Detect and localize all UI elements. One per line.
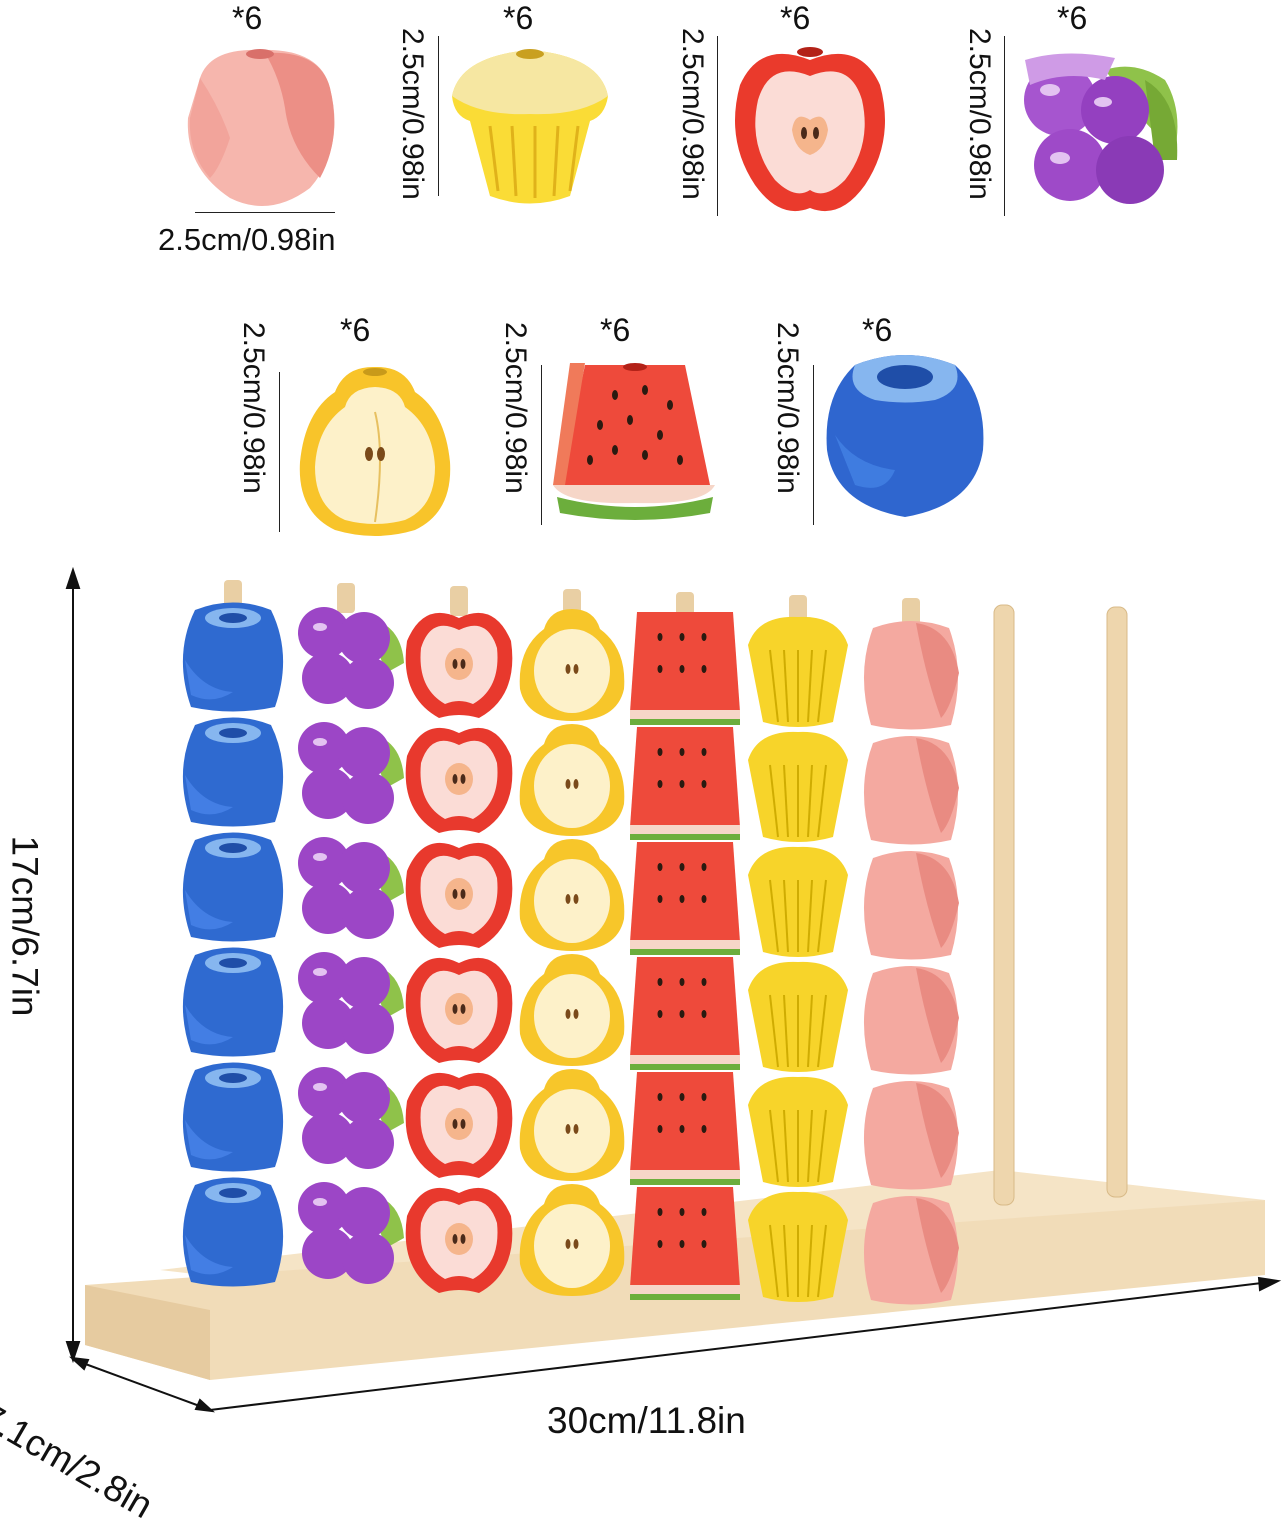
pear-bead-icon [299,366,451,536]
apple-quantity: *6 [780,0,811,36]
shell-quantity: *6 [503,0,534,36]
peach-bead [863,1081,959,1190]
watermelon-size-label: 2.5cm/0.98in [499,322,532,494]
shell-bead [748,616,848,727]
pear-bead [519,839,625,951]
peg-apple [450,586,468,616]
watermelon-bead [630,612,740,725]
shell-bead [748,961,848,1072]
watermelon-bead [630,957,740,1070]
pear-bead [519,1184,625,1296]
blueberry-bead-icon [826,355,984,517]
peach-bead [863,966,959,1075]
peg-grape [337,583,355,613]
grape-bead [298,952,404,1054]
blueberry-quantity: *6 [862,312,893,348]
peach-quantity: *6 [232,0,263,36]
blueberry-bead [182,1177,284,1287]
apple-bead [405,842,513,948]
peach-bead [863,736,959,845]
peg-blueberry [224,580,242,610]
apple-bead [405,727,513,833]
watermelon-bead-icon [553,363,715,520]
grape-quantity: *6 [1057,0,1088,36]
grape-size-label: 2.5cm/0.98in [963,28,996,200]
empty-peg [993,604,1015,1206]
apple-bead [405,1187,513,1293]
shell-bead [748,1076,848,1187]
shell-bead [748,846,848,957]
shell-bead [748,1191,848,1302]
grape-bead [298,607,404,709]
blueberry-bead [182,717,284,827]
pear-bead [519,609,625,721]
grape-bead-icon [1024,53,1178,204]
apple-bead [405,1072,513,1178]
blueberry-bead [182,602,284,712]
pear-quantity: *6 [340,312,371,348]
grape-bead [298,722,404,824]
apple-bead [405,612,513,718]
peg-peach [902,598,920,628]
watermelon-bead [630,1072,740,1185]
peach-size-label: 2.5cm/0.98in [158,222,336,257]
height-dimension-label: 17cm/6.7in [4,835,46,1017]
shell-bead [748,731,848,842]
peach-bead [863,1196,959,1305]
watermelon-quantity: *6 [600,312,631,348]
peach-bead [863,621,959,730]
pear-bead [519,724,625,836]
watermelon-bead [630,1187,740,1300]
empty-peg [1106,606,1128,1198]
pear-bead [519,954,625,1066]
watermelon-bead [630,842,740,955]
grape-bead [298,1067,404,1169]
grape-bead [298,1182,404,1284]
shell-bead-icon [452,49,608,204]
blueberry-bead [182,832,284,942]
blueberry-size-label: 2.5cm/0.98in [771,322,804,494]
grape-bead [298,837,404,939]
apple-bead [405,957,513,1063]
peach-bead-icon [187,49,335,206]
pear-size-label: 2.5cm/0.98in [237,322,270,494]
pear-bead [519,1069,625,1181]
apple-size-label: 2.5cm/0.98in [676,28,709,200]
watermelon-bead [630,727,740,840]
blueberry-bead [182,1062,284,1172]
blueberry-bead [182,947,284,1057]
width-dimension-label: 30cm/11.8in [547,1400,746,1441]
shell-size-label: 2.5cm/0.98in [396,28,429,200]
peach-bead [863,851,959,960]
apple-bead-icon [735,47,885,212]
